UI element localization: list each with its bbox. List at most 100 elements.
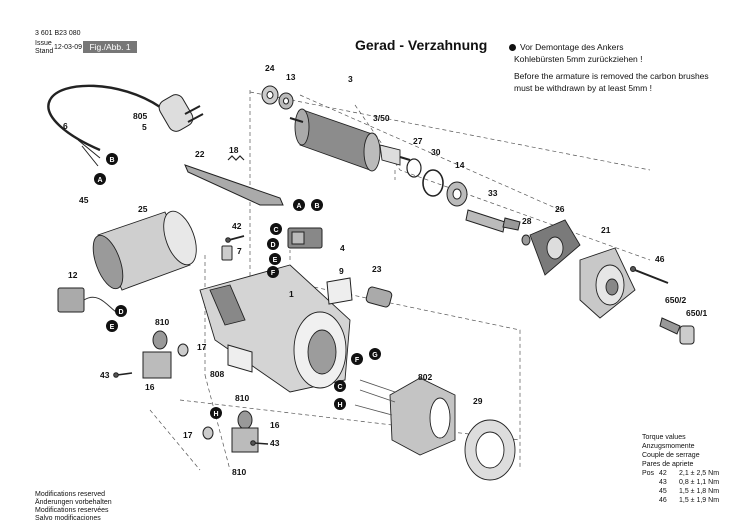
note-de-line1: Vor Demontage des Ankers xyxy=(520,42,624,52)
part-label-26: 26 xyxy=(555,204,565,214)
screw-43-lower xyxy=(250,440,269,446)
marker-d-brush: D xyxy=(267,238,279,250)
svg-text:C: C xyxy=(273,227,278,234)
stand-label: Stand xyxy=(35,48,54,55)
spring-7 xyxy=(221,245,233,261)
washer-30 xyxy=(422,169,444,197)
end-cap xyxy=(464,419,516,481)
marker-h-stator: H xyxy=(334,398,346,410)
plug xyxy=(158,94,204,132)
part-label-16-lower: 16 xyxy=(270,420,280,430)
part-label-3-50: 3/50 xyxy=(373,113,390,123)
part-label-17-top: 17 xyxy=(197,342,207,352)
part-17-lower xyxy=(202,426,214,440)
torque-row-value: 1,5 ± 1,9 Nm xyxy=(679,497,720,504)
part-label-27: 27 xyxy=(413,136,423,146)
part-label-9: 9 xyxy=(339,266,344,276)
capacitor-810 xyxy=(152,330,168,350)
marker-c-stator: C xyxy=(334,380,346,392)
collet-nut xyxy=(679,325,695,345)
svg-text:A: A xyxy=(97,177,102,184)
marker-d-switch: D xyxy=(115,305,127,317)
part-label-5: 5 xyxy=(142,122,147,132)
torque-row-value: 0,8 ± 1,1 Nm xyxy=(679,479,720,486)
marker-a-brush: A xyxy=(293,199,305,211)
torque-row-item: 42 xyxy=(659,470,667,477)
torque-heading-es: Pares de apriete xyxy=(642,461,694,468)
screw-42 xyxy=(225,235,245,243)
page-title: Gerad - Verzahnung xyxy=(355,37,488,53)
marker-f-brush: F xyxy=(267,266,279,278)
torque-row-item: 46 xyxy=(659,497,667,504)
part-label-46: 46 xyxy=(655,254,665,264)
svg-text:H: H xyxy=(213,411,218,418)
screw-46 xyxy=(630,266,669,284)
bracket-16 xyxy=(142,351,172,379)
svg-text:B: B xyxy=(109,157,114,164)
brush-holder xyxy=(287,227,323,249)
torque-row-value: 1,5 ± 1,8 Nm xyxy=(679,488,720,495)
torque-heading-fr: Couple de serrage xyxy=(642,452,700,459)
bearing-24 xyxy=(261,85,279,105)
part-label-650-2: 650/2 xyxy=(665,295,687,305)
collet xyxy=(659,317,681,335)
svg-text:C: C xyxy=(337,384,342,391)
footer-de: Änderungen vorbehalten xyxy=(35,499,112,506)
doc-number: 3 601 B23 080 xyxy=(35,30,81,37)
svg-text:D: D xyxy=(118,309,123,316)
part-label-12: 12 xyxy=(68,270,78,280)
svg-text:H: H xyxy=(337,402,342,409)
part-label-4: 4 xyxy=(340,243,345,253)
svg-text:E: E xyxy=(273,257,278,264)
part-label-808: 808 xyxy=(210,369,224,379)
part-label-28: 28 xyxy=(522,216,532,226)
part-label-810-lower: 810 xyxy=(232,467,246,477)
footer-es: Salvo modificaciones xyxy=(35,515,101,522)
torque-row-value: 2,1 ± 2,5 Nm xyxy=(679,470,720,477)
note-en-line2: must be withdrawn by at least 5mm ! xyxy=(514,83,652,93)
gear-head xyxy=(579,247,636,319)
part-label-43-top: 43 xyxy=(100,370,110,380)
torque-row-item: 45 xyxy=(659,488,667,495)
bearing-13 xyxy=(278,92,294,110)
part-28 xyxy=(521,234,531,246)
marker-e-switch: E xyxy=(106,320,118,332)
bracket-16-lower xyxy=(231,427,259,453)
part-label-18: 18 xyxy=(229,145,239,155)
svg-text:G: G xyxy=(372,352,378,359)
marker-b-brush: B xyxy=(311,199,323,211)
bearing-flange xyxy=(529,219,581,276)
part-label-21: 21 xyxy=(601,225,611,235)
note-en-line1: Before the armature is removed the carbo… xyxy=(514,71,709,81)
part-label-16-top: 16 xyxy=(145,382,155,392)
part-label-30: 30 xyxy=(431,147,441,157)
spindle xyxy=(465,209,521,233)
power-cord xyxy=(47,84,161,167)
part-label-650-1: 650/1 xyxy=(686,308,708,318)
note-de-line2: Kohlebürsten 5mm zurückziehen ! xyxy=(514,54,643,64)
part-label-13: 13 xyxy=(286,72,296,82)
cover-23 xyxy=(365,286,393,308)
part-label-24: 24 xyxy=(265,63,275,73)
screw-43 xyxy=(113,372,133,378)
svg-text:D: D xyxy=(270,242,275,249)
part-label-810-mid: 810 xyxy=(235,393,249,403)
part-label-17-lower: 17 xyxy=(183,430,193,440)
part-label-45: 45 xyxy=(79,195,89,205)
svg-text:E: E xyxy=(110,324,115,331)
stator xyxy=(354,377,456,456)
part-label-14: 14 xyxy=(455,160,465,170)
plate-808 xyxy=(227,344,253,373)
marker-f-stator: F xyxy=(351,353,363,365)
plate-9 xyxy=(326,277,353,305)
armature xyxy=(289,108,411,172)
svg-text:B: B xyxy=(314,203,319,210)
marker-e-brush: E xyxy=(269,253,281,265)
part-label-29: 29 xyxy=(473,396,483,406)
torque-row-item: 43 xyxy=(659,479,667,486)
part-label-7: 7 xyxy=(237,246,242,256)
part-label-42: 42 xyxy=(232,221,242,231)
part-label-22: 22 xyxy=(195,149,205,159)
marker-g-stator: G xyxy=(369,348,381,360)
